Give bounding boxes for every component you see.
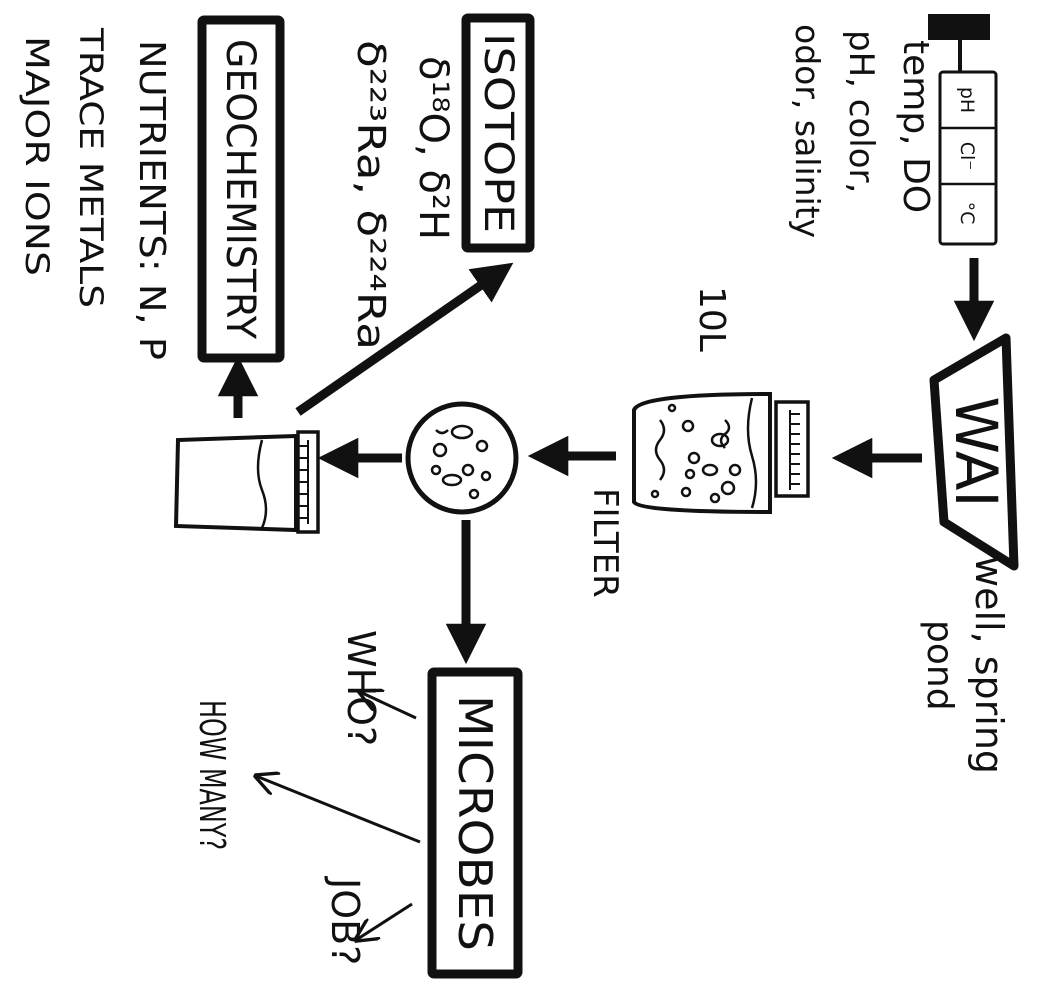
probe-caption-2-wrap: pH, color, [841, 30, 881, 193]
question-job: JOB? [323, 876, 367, 965]
probe-caption-line-3: odor, salinity [788, 24, 827, 238]
isotope-line-2-wrap: δ²²³Ra, δ²²⁴Ra [349, 40, 393, 350]
volume-label: 10L [691, 286, 732, 352]
probe-caption-line-1: temp, DO [895, 40, 936, 213]
wai-subtitle-1-wrap: well, spring [967, 556, 1011, 774]
geo-item-2-wrap: TRACE METALS [72, 27, 110, 308]
isotope-line-2: δ²²³Ra, δ²²⁴Ra [349, 40, 393, 350]
analysis-bottle [176, 432, 318, 532]
question-how-many-wrap: HOW MANY? [191, 700, 232, 850]
probe-cell-temperature: °C [956, 202, 978, 225]
probe-instrument: pH Cl⁻ °C [928, 14, 996, 244]
geochemistry-box: GEOCHEMISTRY [202, 20, 280, 358]
question-how-many: HOW MANY? [191, 700, 232, 850]
wai-label: WAI [942, 397, 1010, 508]
geochemistry-item-major-ions: MAJOR IONS [18, 36, 56, 276]
wai-subtitle-line-1: well, spring [967, 556, 1011, 774]
microbes-label: MICROBES [448, 695, 502, 951]
geochemistry-label: GEOCHEMISTRY [217, 39, 263, 340]
question-who-wrap: WHO? [339, 630, 383, 746]
geochemistry-item-trace-metals: TRACE METALS [72, 27, 110, 308]
question-job-wrap: JOB? [323, 876, 367, 965]
isotope-box: ISOTOPE [466, 18, 530, 248]
container-cap [776, 402, 808, 496]
wai-box: WAI [934, 338, 1014, 566]
isotope-line-1: δ¹⁸O, δ²H [410, 56, 456, 240]
probe-cell-chloride: Cl⁻ [956, 142, 978, 171]
isotope-line-1-wrap: δ¹⁸O, δ²H [410, 56, 456, 240]
geo-item-3-wrap: MAJOR IONS [18, 36, 56, 276]
probe-caption-3-wrap: odor, salinity [788, 24, 827, 238]
volume-label-wrap: 10L [691, 286, 732, 352]
geo-item-1-wrap: NUTRIENTS: N, P [131, 40, 172, 360]
isotope-label: ISOTOPE [475, 33, 521, 233]
arrow-bottle-to-isotope [298, 272, 500, 412]
probe-caption: temp, DO [895, 40, 936, 213]
probe-handle [928, 14, 990, 40]
filter-label-wrap: FILTER [585, 488, 625, 598]
wai-subtitle-line-2: pond [919, 620, 960, 711]
microbes-box: MICROBES [432, 672, 518, 974]
probe-caption-line-2: pH, color, [841, 30, 881, 193]
geochemistry-item-nutrients: NUTRIENTS: N, P [131, 40, 172, 360]
filter-label: FILTER [585, 488, 625, 598]
probe-cell-ph: pH [956, 87, 978, 113]
sample-container [634, 394, 808, 512]
filter-disc [408, 404, 516, 512]
question-who: WHO? [339, 630, 383, 746]
arrow-microbes-to-how-many [256, 776, 420, 842]
wai-subtitle-2-wrap: pond [919, 620, 960, 711]
